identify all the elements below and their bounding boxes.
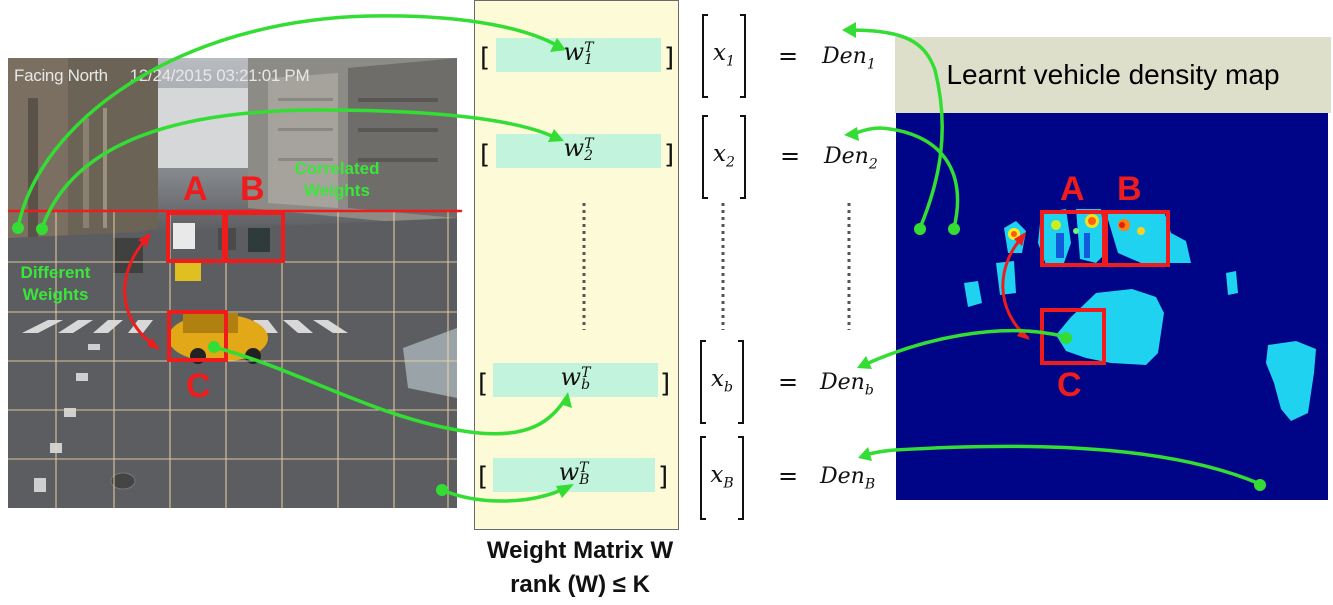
density-map-title: Learnt vehicle density map xyxy=(895,37,1331,113)
density-map-heat xyxy=(964,209,1316,421)
camera-location: Facing North xyxy=(14,66,108,85)
density-label-c: C xyxy=(1057,366,1082,404)
row2-open-bracket: [ xyxy=(480,140,491,170)
density-label-b: B xyxy=(1117,170,1142,208)
rowb-open-bracket: [ xyxy=(478,369,489,399)
row1-close-bracket: ] xyxy=(664,43,675,73)
different-weights-label: Different Weights xyxy=(20,263,91,304)
equals-2: = xyxy=(780,142,801,170)
den-2: Den2 xyxy=(824,144,878,173)
equals-b: = xyxy=(778,368,799,396)
weight-matrix-panel xyxy=(474,0,679,530)
x-vector-1: x1 xyxy=(702,14,746,98)
x-label: x1 xyxy=(713,40,735,70)
den-1: Den1 xyxy=(822,44,876,73)
camera-label-c: C xyxy=(186,367,211,405)
matrix-caption: Weight Matrix W rank (W) ≤ K xyxy=(440,534,720,602)
x-label: x2 xyxy=(713,141,735,171)
rowB-open-bracket: [ xyxy=(478,462,489,492)
x-vector-2: x2 xyxy=(702,115,746,199)
caption-line-1: Weight Matrix W xyxy=(486,537,674,564)
camera-label-b: B xyxy=(240,170,265,208)
camera-header: Facing North 12/24/2015 03:21:01 PM xyxy=(14,66,310,86)
den-b: Denb xyxy=(820,370,874,399)
density-map xyxy=(896,113,1328,500)
equals-B: = xyxy=(778,462,799,490)
rowB-close-bracket: ] xyxy=(658,462,669,492)
x-vector-B: xB xyxy=(700,436,744,520)
x-label: xB xyxy=(710,462,734,492)
x-label: xb xyxy=(711,366,733,396)
row2-close-bracket: ] xyxy=(664,140,675,170)
rowb-close-bracket: ] xyxy=(660,369,671,399)
caption-line-2: rank (W) ≤ K xyxy=(510,571,650,598)
weight-bar xyxy=(493,458,655,492)
row1-open-bracket: [ xyxy=(480,43,491,73)
x-vector-b: xb xyxy=(700,340,744,424)
correlated-weights-label: Correlated Weights xyxy=(294,159,380,200)
camera-label-a: A xyxy=(183,170,208,208)
equals-1: = xyxy=(778,42,799,70)
density-label-a: A xyxy=(1060,170,1085,208)
camera-timestamp: 12/24/2015 03:21:01 PM xyxy=(129,66,310,85)
den-B: DenB xyxy=(820,464,876,493)
